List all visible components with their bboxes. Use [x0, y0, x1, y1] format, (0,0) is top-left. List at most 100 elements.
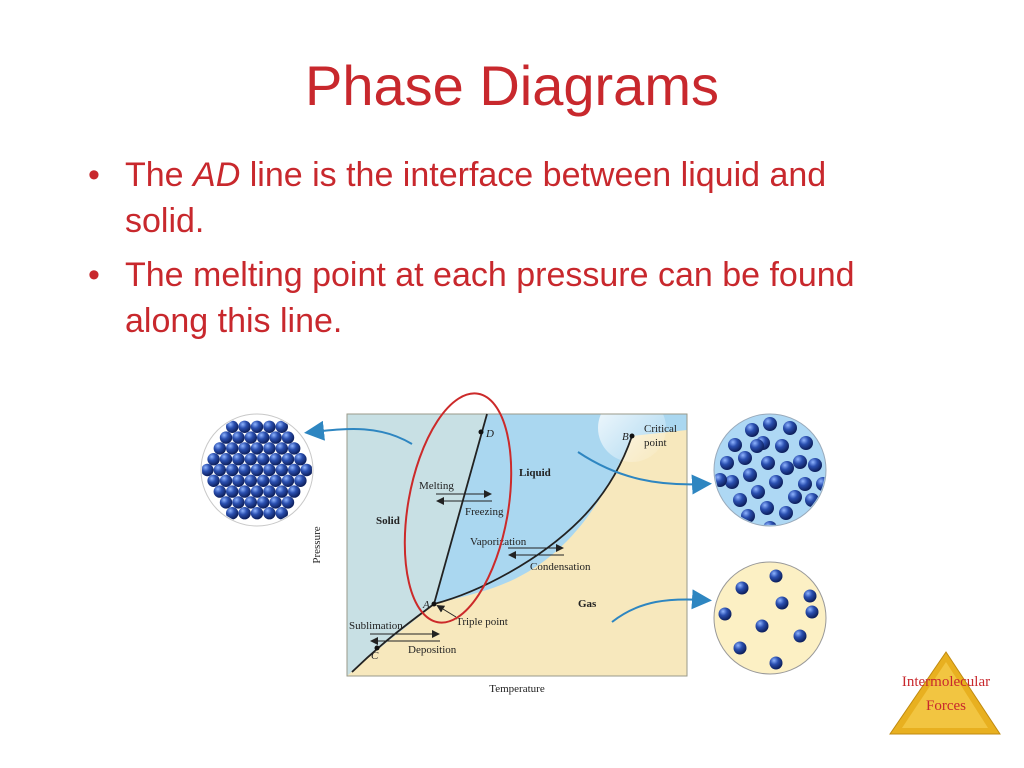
liquid-molecule — [783, 421, 797, 435]
solid-molecule — [288, 485, 301, 498]
solid-molecule — [275, 485, 288, 498]
solid-molecule — [238, 420, 251, 433]
logo-line-2: Forces — [926, 698, 966, 714]
solid-molecule — [226, 463, 239, 477]
solid-molecule — [226, 442, 239, 455]
solid-molecule — [219, 431, 233, 444]
solid-pointer-arrow — [304, 420, 413, 445]
bullet-item-1: •The AD line is the interface between li… — [88, 152, 888, 244]
solid-molecule — [250, 420, 264, 433]
gas-molecule — [769, 569, 783, 583]
liquid-molecule — [720, 456, 734, 470]
liquid-molecule — [816, 477, 825, 491]
transition-arrows — [370, 490, 564, 645]
solid-molecule — [281, 474, 295, 487]
solid-molecule — [263, 463, 276, 477]
gas-molecule — [803, 589, 817, 603]
ab-line — [433, 435, 633, 605]
solid-molecule — [263, 420, 276, 433]
bullet-item-2: •The melting point at each pressure can … — [88, 252, 888, 344]
solid-molecule — [250, 442, 264, 455]
bullet-marker: • — [88, 156, 100, 194]
solid-label: Solid — [376, 515, 400, 527]
solid-molecule — [281, 496, 295, 509]
solid-molecule — [232, 431, 245, 444]
solid-molecule — [232, 474, 245, 487]
x-axis-label: Temperature — [489, 683, 545, 695]
bullet-marker: • — [88, 256, 100, 294]
solid-molecule — [250, 485, 264, 498]
liquid-molecule — [763, 521, 777, 525]
solid-molecule — [281, 453, 295, 466]
gas-molecules — [713, 561, 827, 675]
gas-molecule — [735, 581, 749, 595]
solid-molecule — [207, 474, 220, 487]
gas-molecule — [755, 619, 769, 633]
point-c — [374, 645, 380, 651]
solid-molecule — [219, 474, 233, 487]
gas-molecule — [775, 596, 789, 610]
solid-molecule — [226, 420, 239, 433]
liquid-molecule — [725, 475, 739, 489]
liquid-molecule — [798, 477, 812, 491]
solid-molecule — [294, 453, 307, 466]
gas-pointer-arrow — [611, 589, 712, 623]
solid-molecule — [275, 463, 288, 477]
solid-molecules — [200, 413, 314, 527]
point-b — [629, 433, 635, 439]
liquid-molecule — [743, 468, 757, 482]
solid-molecule — [244, 496, 257, 509]
liquid-molecules — [713, 413, 827, 527]
solid-molecule — [281, 431, 295, 444]
solid-molecule — [202, 463, 214, 477]
solid-molecule — [244, 474, 257, 487]
ad-highlight-ellipse — [403, 392, 513, 624]
diagram-labels: D B A C Critical point Liquid Solid Gas … — [311, 423, 677, 695]
gas-molecule — [733, 641, 747, 655]
triple-point-label: Triple point — [456, 616, 508, 628]
solid-molecule — [257, 453, 270, 466]
solid-molecule — [213, 463, 226, 477]
liquid-molecule — [788, 490, 802, 504]
region-pointer-arrows — [304, 420, 712, 623]
liquid-molecule — [780, 461, 794, 475]
gas-molecule — [769, 656, 783, 670]
y-axis-label: Pressure — [311, 526, 323, 563]
melting-label: Melting — [419, 480, 454, 492]
solid-molecule — [257, 496, 270, 509]
liquid-molecule — [763, 417, 777, 431]
slide-title: Phase Diagrams — [305, 54, 719, 117]
solid-molecule — [294, 474, 307, 487]
ad-emphasis: AD — [193, 156, 241, 194]
liquid-molecule — [728, 438, 742, 452]
solid-molecule — [275, 420, 288, 433]
solid-molecule — [250, 507, 264, 520]
liquid-molecule — [799, 436, 813, 450]
ad-line — [433, 413, 488, 605]
liquid-molecule — [808, 458, 822, 472]
point-d — [478, 429, 484, 435]
solid-molecule — [275, 507, 288, 520]
liquid-molecule — [761, 456, 775, 470]
solid-molecule — [269, 474, 282, 487]
liquid-molecule — [738, 451, 752, 465]
solid-molecule — [207, 453, 220, 466]
intermolecular-forces-logo: Intermolecular Forces — [889, 651, 1001, 735]
solid-molecule — [263, 507, 276, 520]
plot-frame — [346, 413, 688, 677]
label-b: B — [622, 431, 629, 443]
gas-molecule — [793, 629, 807, 643]
solid-molecule — [288, 463, 301, 477]
solid-region — [347, 414, 487, 676]
liquid-molecule — [775, 439, 789, 453]
solid-molecule — [300, 463, 312, 477]
solid-molecule — [226, 507, 239, 520]
liquid-molecule — [760, 501, 774, 515]
solid-molecule — [219, 453, 233, 466]
solid-molecule — [238, 485, 251, 498]
gas-label: Gas — [578, 598, 597, 610]
liquid-molecule — [779, 506, 793, 520]
solid-molecule — [269, 431, 282, 444]
solid-molecule — [275, 442, 288, 455]
